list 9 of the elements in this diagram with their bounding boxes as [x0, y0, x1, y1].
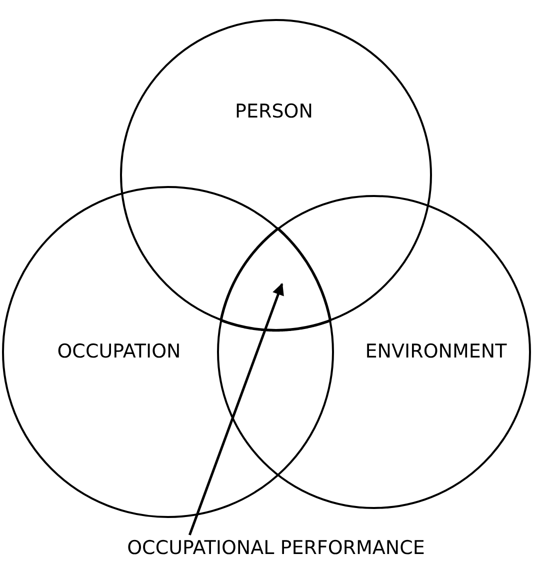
- leader-arrow: [188, 282, 284, 536]
- venn-circle: [120, 19, 432, 331]
- overlap-region: [220, 227, 332, 332]
- venn-circle: [2, 186, 334, 518]
- circle-label: OCCUPATION: [57, 340, 181, 364]
- circle-label: ENVIRONMENT: [365, 340, 507, 364]
- venn-circle: [217, 195, 531, 509]
- callout-text: OCCUPATIONAL PERFORMANCE: [127, 537, 425, 559]
- circle-label: PERSON: [235, 100, 313, 124]
